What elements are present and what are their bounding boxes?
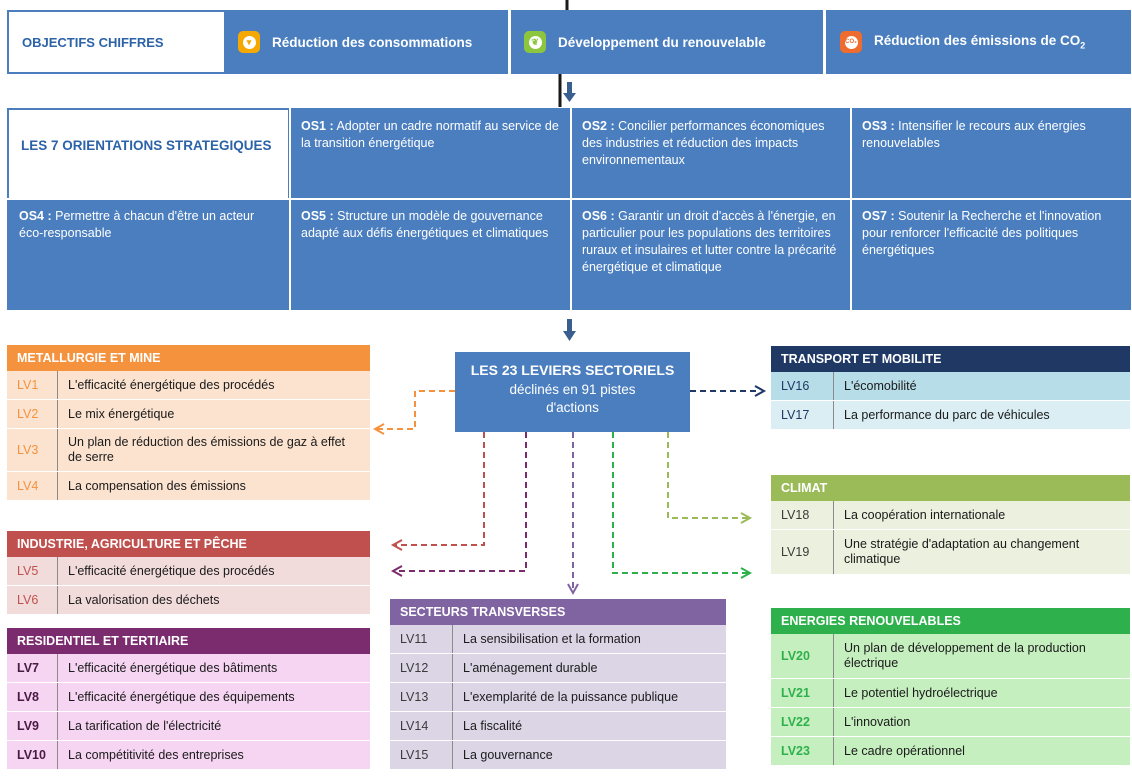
levers-title: LES 23 LEVIERS SECTORIELS xyxy=(470,362,675,378)
group-title: TRANSPORT ET MOBILITE xyxy=(771,346,1130,372)
group-title: SECTEURS TRANSVERSES xyxy=(390,599,726,625)
group-title: INDUSTRIE, AGRICULTURE ET PÊCHE xyxy=(7,531,370,557)
objective-label: Réduction des émissions de CO2 xyxy=(874,33,1086,51)
grid-line xyxy=(850,108,852,310)
co2-cloud-icon: CO₂ xyxy=(840,31,862,53)
objectives-title: OBJECTIFS CHIFFRES xyxy=(9,12,224,72)
objective-renewable-development: ❦ Développement du renouvelable xyxy=(512,12,822,72)
objective-co2-reduction: CO₂ Réduction des émissions de CO2 xyxy=(826,12,1130,72)
group-title: RESIDENTIEL ET TERTIAIRE xyxy=(7,628,370,654)
levers-summary-box: LES 23 LEVIERS SECTORIELS déclinés en 91… xyxy=(455,352,690,432)
group-title: ENERGIES RENOUVELABLES xyxy=(771,608,1130,634)
divider xyxy=(823,10,826,74)
grid-line xyxy=(289,108,291,310)
objective-label: Développement du renouvelable xyxy=(558,34,766,50)
levers-subtitle: déclinés en 91 pistes d'actions xyxy=(509,382,636,415)
orientation-os4: OS4 : Permettre à chacun d'être un acteu… xyxy=(19,209,255,240)
grid-line xyxy=(7,198,1131,200)
orientation-os3: OS3 : Intensifier le recours aux énergie… xyxy=(862,119,1086,150)
group-title: METALLURGIE ET MINE xyxy=(7,345,370,371)
orientation-os5: OS5 : Structure un modèle de gouvernance… xyxy=(301,209,549,240)
orientation-os2: OS2 : Concilier performances économiques… xyxy=(582,119,825,167)
objective-reduction-consumption: ▾ Réduction des consommations xyxy=(224,12,508,72)
energy-drop-icon: ▾ xyxy=(238,31,260,53)
group-title: CLIMAT xyxy=(771,475,1130,501)
objective-label: Réduction des consommations xyxy=(272,34,473,50)
orientations-title: LES 7 ORIENTATIONS STRATEGIQUES xyxy=(9,110,288,198)
orientation-os6: OS6 : Garantir un droit d'accès à l'éner… xyxy=(582,209,837,274)
divider xyxy=(508,10,511,74)
grid-line xyxy=(570,108,572,310)
leaf-icon: ❦ xyxy=(524,31,546,53)
orientation-os1: OS1 : Adopter un cadre normatif au servi… xyxy=(301,119,559,150)
orientation-os7: OS7 : Soutenir la Recherche et l'innovat… xyxy=(862,209,1102,257)
